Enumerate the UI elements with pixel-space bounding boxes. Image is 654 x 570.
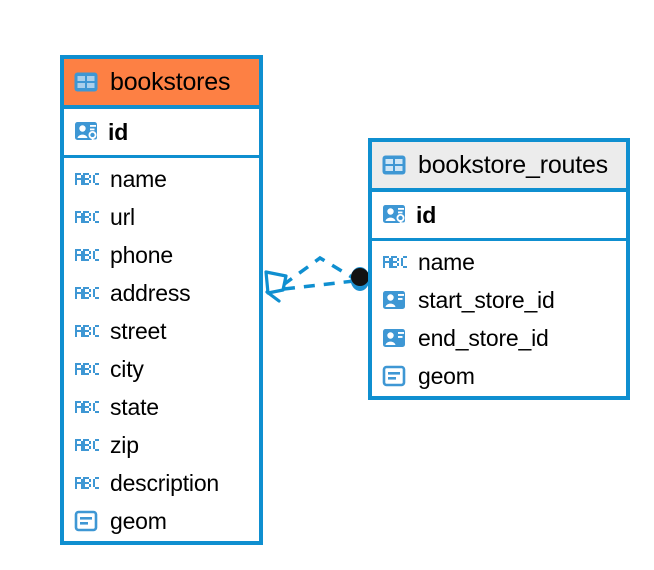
field-row-state[interactable]: state — [64, 388, 259, 426]
text-abc-icon — [383, 256, 407, 268]
text-abc-icon — [75, 211, 99, 223]
relationship-line-upper — [281, 255, 356, 287]
field-label: url — [110, 203, 135, 230]
field-label: city — [110, 355, 144, 382]
field-row-geom[interactable]: geom — [372, 357, 626, 395]
endpoint-dot-marker — [350, 267, 370, 291]
field-label: name — [110, 165, 167, 192]
field-row-street[interactable]: street — [64, 312, 259, 350]
text-abc-icon — [75, 325, 99, 337]
entity-bookstore-routes[interactable]: bookstore_routes id — [368, 138, 630, 400]
field-label: geom — [418, 362, 475, 389]
field-row-geom[interactable]: geom — [64, 502, 259, 540]
field-label: id — [108, 118, 129, 145]
field-label: zip — [110, 431, 139, 458]
field-label: end_store_id — [418, 324, 549, 351]
geometry-icon — [74, 510, 98, 532]
primary-key-icon — [75, 122, 97, 143]
field-row-start-store-id[interactable]: start_store_id — [372, 281, 626, 319]
field-row-url[interactable]: url — [64, 198, 259, 236]
text-abc-icon — [75, 477, 99, 489]
field-label: state — [110, 393, 159, 420]
table-icon — [382, 155, 406, 175]
text-abc-icon — [75, 173, 99, 185]
field-label: name — [418, 248, 475, 275]
field-label: start_store_id — [418, 286, 555, 313]
field-row-primary-key[interactable]: id — [64, 109, 259, 158]
text-abc-icon — [75, 401, 99, 413]
entity-title: bookstores — [110, 67, 231, 96]
field-row-city[interactable]: city — [64, 350, 259, 388]
entity-header-bookstores[interactable]: bookstores — [64, 59, 259, 109]
field-label: phone — [110, 241, 173, 268]
field-label: id — [416, 201, 437, 228]
field-label: street — [110, 317, 167, 344]
text-abc-icon — [75, 287, 99, 299]
entity-title: bookstore_routes — [418, 150, 608, 179]
crows-foot-diamond-marker — [264, 270, 288, 303]
field-row-description[interactable]: description — [64, 464, 259, 502]
field-list-bookstore-routes: name start_store_id — [372, 241, 626, 395]
field-row-zip[interactable]: zip — [64, 426, 259, 464]
text-abc-icon — [75, 363, 99, 375]
field-row-address[interactable]: address — [64, 274, 259, 312]
field-row-end-store-id[interactable]: end_store_id — [372, 319, 626, 357]
field-label: description — [110, 469, 220, 496]
foreign-key-icon — [383, 329, 405, 347]
entity-header-bookstore-routes[interactable]: bookstore_routes — [372, 142, 626, 192]
text-abc-icon — [75, 439, 99, 451]
field-row-name[interactable]: name — [372, 243, 626, 281]
entity-bookstores[interactable]: bookstores id — [60, 55, 263, 545]
field-row-phone[interactable]: phone — [64, 236, 259, 274]
field-label: address — [110, 279, 191, 306]
text-abc-icon — [75, 249, 99, 261]
field-list-bookstores: name url — [64, 158, 259, 540]
relationship-line-lower — [283, 279, 355, 291]
primary-key-icon — [383, 205, 405, 226]
field-label: geom — [110, 507, 167, 534]
geometry-icon — [382, 365, 406, 387]
field-row-name[interactable]: name — [64, 160, 259, 198]
field-row-primary-key[interactable]: id — [372, 192, 626, 241]
table-icon — [74, 72, 98, 92]
foreign-key-icon — [383, 291, 405, 309]
